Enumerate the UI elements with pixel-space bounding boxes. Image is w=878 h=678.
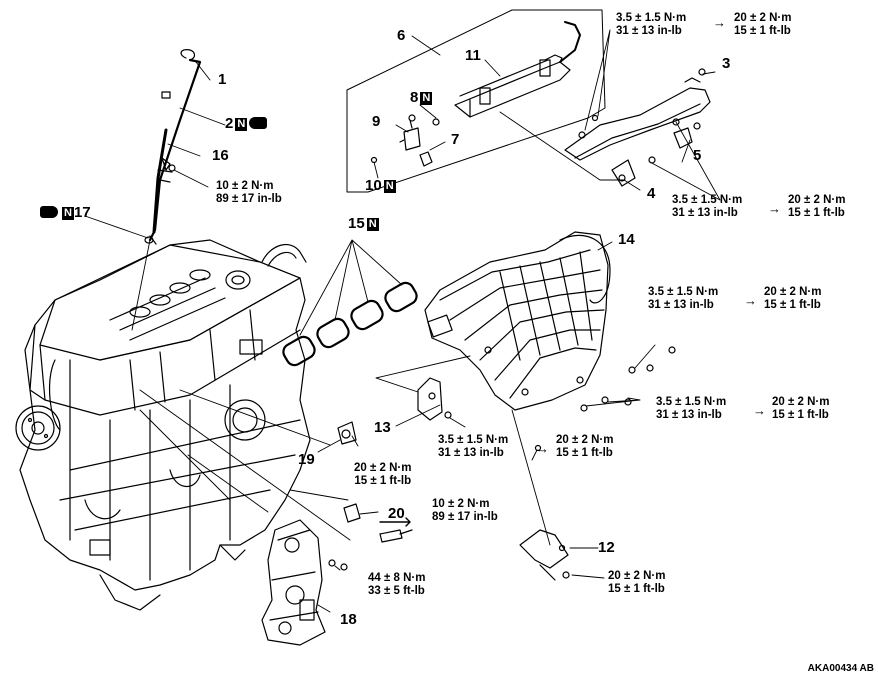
sealant-icon [249, 117, 268, 129]
intake-manifold-drawing [424, 231, 611, 411]
engine-block-drawing [15, 239, 311, 611]
support-bracket-4-drawing [611, 156, 656, 187]
manifold-stay-13-drawing [417, 377, 443, 421]
new-part-icon: N [420, 92, 433, 105]
clip-5-drawing [672, 118, 701, 149]
torque-arrow-icon: → [744, 293, 757, 308]
callout-1: 1 [218, 71, 227, 88]
new-part-icon: N [366, 218, 379, 231]
intake-gaskets-drawing [282, 281, 418, 367]
new-part-icon: N [62, 207, 74, 220]
callout-13: 13 [374, 419, 391, 436]
figure-code: AKA00434 AB [807, 663, 874, 674]
callout-12: 12 [598, 539, 615, 556]
torque-arrow-icon: → [753, 403, 766, 418]
torque-arrow-icon: → [713, 15, 726, 30]
new-part-icon: N [383, 180, 396, 193]
callout-9: 9 [372, 113, 381, 130]
callout-7: 7 [451, 131, 460, 148]
callout-16: 16 [212, 147, 229, 164]
callout-14: 14 [618, 231, 635, 248]
fuel-rail-kit-outline [346, 9, 606, 193]
sensor-20-drawing [343, 503, 413, 543]
callout-19: 19 [298, 451, 315, 468]
mount-bracket-18-drawing [261, 519, 326, 646]
torque-arrow-icon: → [536, 441, 549, 456]
callout-11: 11 [465, 47, 481, 64]
install-direction-arrow [379, 517, 411, 527]
intake-bracket-drawing [564, 68, 711, 161]
callout-5: 5 [693, 147, 702, 164]
leader-lines [84, 29, 721, 613]
callout-3: 3 [722, 55, 731, 72]
oil-level-gauge-drawing [144, 49, 202, 245]
sensor-19-drawing [337, 421, 357, 445]
bolts-drawing [168, 164, 676, 571]
new-part-icon: N [235, 118, 248, 131]
torque-arrow-icon: → [768, 201, 781, 216]
callout-18: 18 [340, 611, 357, 628]
callout-6: 6 [397, 27, 406, 44]
sealant-icon [40, 206, 58, 218]
callout-20: 20 [388, 505, 405, 522]
manifold-stay-12-drawing [519, 529, 570, 581]
callout-4: 4 [647, 185, 656, 202]
